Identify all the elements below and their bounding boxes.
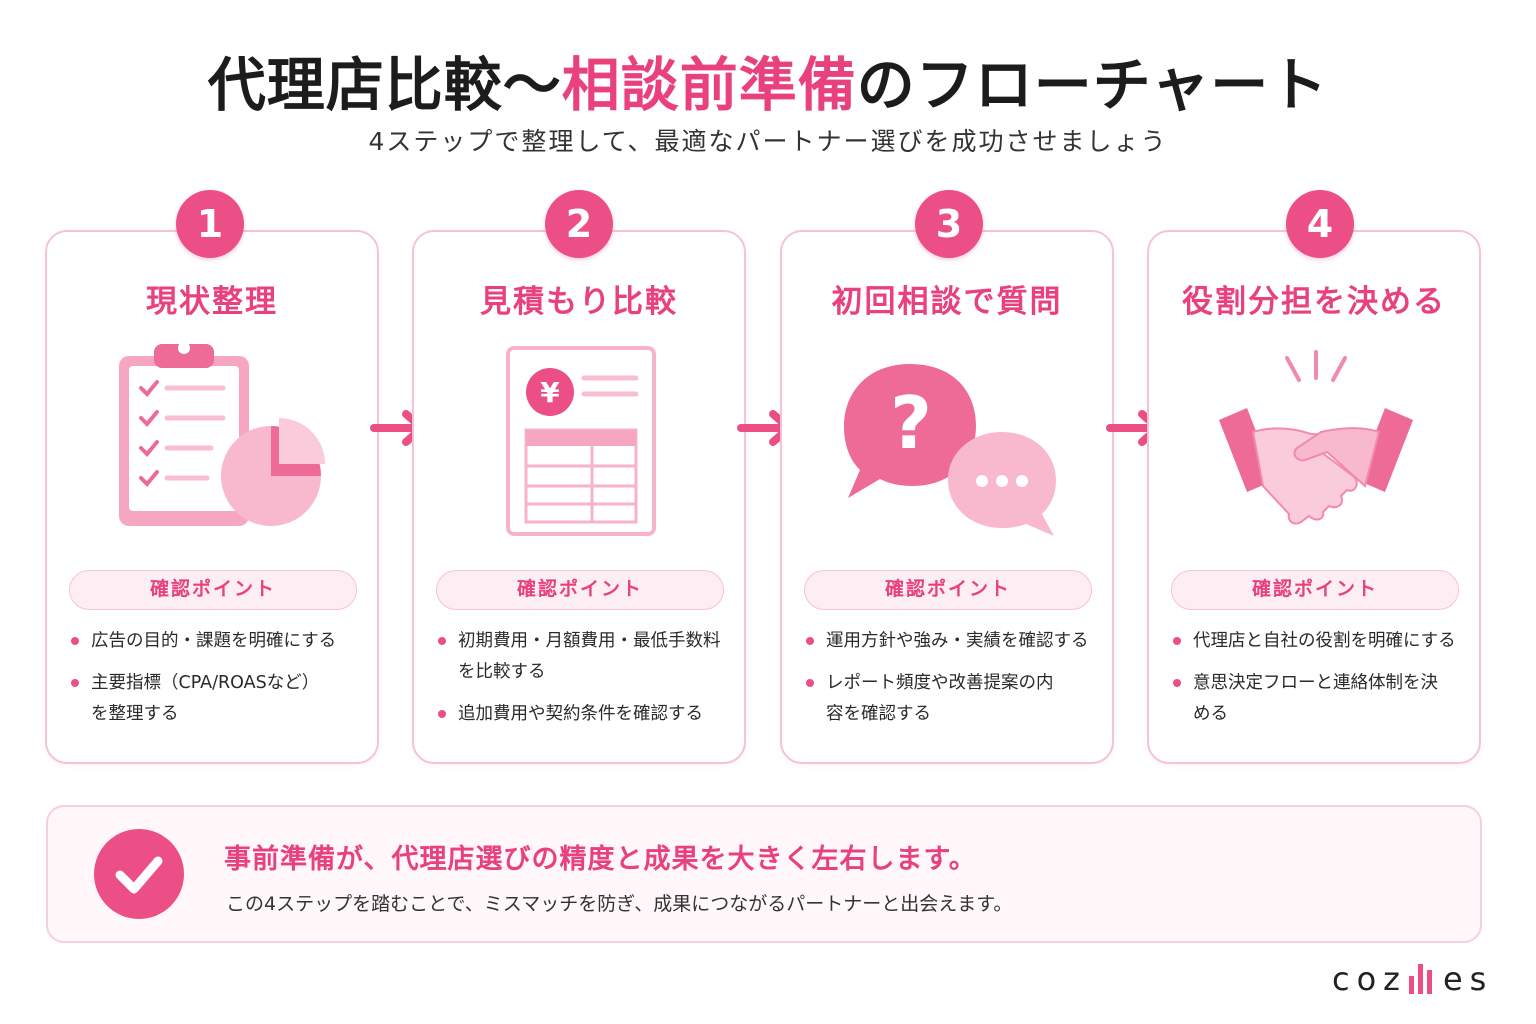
step-card-2: 見積もり比較 ¥ 確認ポイント 初期費用・月額費用・最低手数料を比較する 追加費… bbox=[412, 230, 746, 764]
speech-bubbles-icon: ? bbox=[844, 364, 1056, 536]
title-accent: 相談前準備 bbox=[561, 51, 857, 119]
check-points-label: 確認ポイント bbox=[69, 570, 357, 610]
clipboard-chart-icon bbox=[119, 342, 325, 526]
check-points-list: 代理店と自社の役割を明確にする 意思決定フローと連絡体制を決める bbox=[1171, 626, 1471, 741]
check-point: 広告の目的・課題を明確にする bbox=[69, 626, 369, 657]
check-point: レポート頻度や改善提案の内容を確認する bbox=[804, 668, 1064, 730]
step-number-badge: 2 bbox=[545, 190, 613, 258]
summary-box: 事前準備が、代理店選びの精度と成果を大きく左右します。 この4ステップを踏むこと… bbox=[46, 805, 1482, 943]
logo-text-right: es bbox=[1442, 960, 1494, 998]
check-points-list: 初期費用・月額費用・最低手数料を比較する 追加費用や契約条件を確認する bbox=[436, 626, 736, 741]
check-points-label: 確認ポイント bbox=[1171, 570, 1459, 610]
check-point: 追加費用や契約条件を確認する bbox=[436, 699, 736, 730]
check-point: 代理店と自社の役割を明確にする bbox=[1171, 626, 1471, 657]
check-point: 主要指標（CPA/ROASなど）を整理する bbox=[69, 668, 319, 730]
step-card-3: 初回相談で質問 ? 確認ポイント 運用方針や強み・実績を確認する レポート頻度や… bbox=[780, 230, 1114, 764]
page-title: 代理店比較〜相談前準備のフローチャート bbox=[0, 38, 1536, 122]
title-part-1: 代理店比較〜 bbox=[207, 51, 562, 119]
svg-text:¥: ¥ bbox=[540, 376, 560, 409]
title-part-2: のフローチャート bbox=[856, 51, 1329, 119]
step-title: 役割分担を決める bbox=[1182, 284, 1446, 320]
page-subtitle: 4ステップで整理して、最適なパートナー選びを成功させましょう bbox=[368, 127, 1168, 156]
summary-headline: 事前準備が、代理店選びの精度と成果を大きく左右します。 bbox=[224, 844, 977, 875]
logo-text-left: coz bbox=[1332, 960, 1407, 998]
logo-bars-icon bbox=[1408, 964, 1432, 994]
brand-logo: coz es bbox=[1332, 958, 1493, 998]
step-number-badge: 3 bbox=[915, 190, 983, 258]
check-point: 運用方針や強み・実績を確認する bbox=[804, 626, 1104, 657]
step-card-1: 現状整理 確認ポイント 広告の目的・課題を明確にする 主要指標（CPA/ROAS… bbox=[45, 230, 379, 764]
step-number-badge: 4 bbox=[1286, 190, 1354, 258]
check-point: 意思決定フローと連絡体制を決める bbox=[1171, 668, 1441, 730]
step-title: 初回相談で質問 bbox=[831, 284, 1063, 320]
handshake-icon bbox=[1219, 350, 1413, 525]
svg-text:?: ? bbox=[890, 381, 932, 465]
step-number-badge: 1 bbox=[176, 190, 244, 258]
step-title: 現状整理 bbox=[146, 284, 278, 320]
step-title: 見積もり比較 bbox=[480, 284, 678, 320]
check-points-list: 広告の目的・課題を明確にする 主要指標（CPA/ROASなど）を整理する bbox=[69, 626, 369, 741]
check-points-label: 確認ポイント bbox=[804, 570, 1092, 610]
check-point: 初期費用・月額費用・最低手数料を比較する bbox=[436, 626, 732, 688]
summary-text: この4ステップを踏むことで、ミスマッチを防ぎ、成果につながるパートナーと出会えま… bbox=[226, 893, 1013, 915]
check-points-label: 確認ポイント bbox=[436, 570, 724, 610]
step-card-4: 役割分担を決める 確認ポイント 代理店と自社の役割を明確にする 意思決定フローと… bbox=[1147, 230, 1481, 764]
check-circle-icon bbox=[94, 829, 184, 919]
yen-document-icon: ¥ bbox=[506, 346, 656, 536]
check-points-list: 運用方針や強み・実績を確認する レポート頻度や改善提案の内容を確認する bbox=[804, 626, 1104, 741]
